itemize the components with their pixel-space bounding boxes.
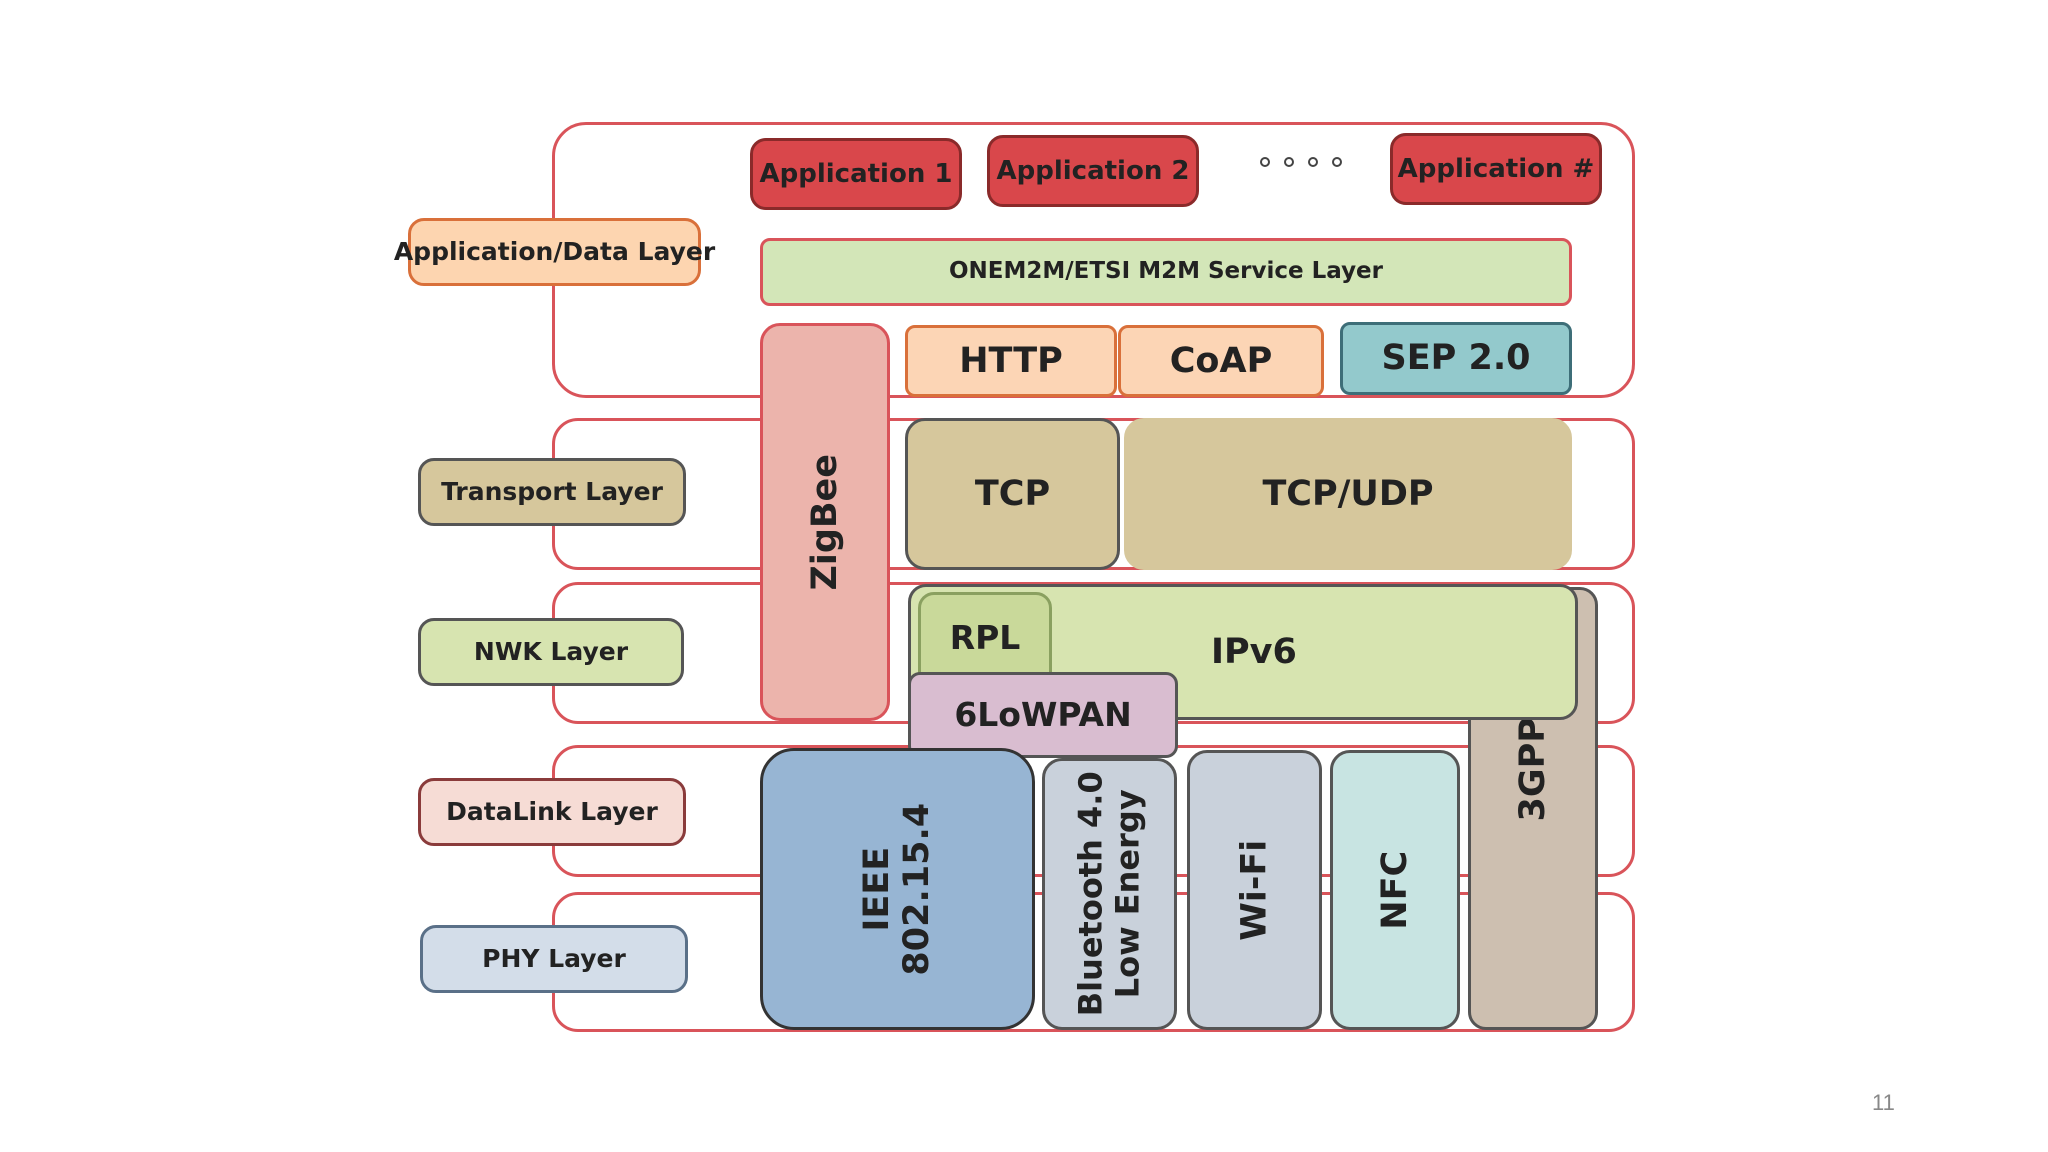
application-2-box: Application 2 [987, 135, 1199, 207]
more-applications-ellipsis [1260, 157, 1342, 167]
3gpp-label: 3GPP [1512, 717, 1553, 822]
6lowpan-box: 6LoWPAN [908, 672, 1178, 758]
datalink-layer-label: DataLink Layer [418, 778, 686, 846]
ipv6-label: IPv6 [1211, 631, 1297, 672]
bluetooth-le-box: Bluetooth 4.0 Low Energy [1042, 758, 1177, 1030]
nfc-label: NFC [1374, 850, 1415, 930]
wifi-label: Wi-Fi [1234, 839, 1275, 941]
transport-layer-label: Transport Layer [418, 458, 686, 526]
phy-layer-label: PHY Layer [420, 925, 688, 993]
tcp-box: TCP [905, 418, 1120, 570]
tcp-udp-box: TCP/UDP [1124, 418, 1572, 570]
coap-box: CoAP [1118, 325, 1324, 397]
bluetooth-le-label: Bluetooth 4.0 Low Energy [1071, 771, 1147, 1017]
sep-box: SEP 2.0 [1340, 322, 1572, 395]
http-box: HTTP [905, 325, 1117, 397]
nwk-layer-label: NWK Layer [418, 618, 684, 686]
zigbee-box: ZigBee [760, 323, 890, 721]
ieee-802-15-4-label: IEEE 802.15.4 [857, 802, 938, 976]
zigbee-label: ZigBee [804, 453, 845, 591]
ieee-802-15-4-box: IEEE 802.15.4 [760, 748, 1035, 1030]
page-number: 11 [1872, 1090, 1895, 1115]
service-layer-box: ONEM2M/ETSI M2M Service Layer [760, 238, 1572, 306]
nfc-box: NFC [1330, 750, 1460, 1030]
application-1-box: Application 1 [750, 138, 962, 210]
application-n-box: Application # [1390, 133, 1602, 205]
application-data-layer-label: Application/Data Layer [394, 218, 715, 286]
wifi-box: Wi-Fi [1187, 750, 1322, 1030]
